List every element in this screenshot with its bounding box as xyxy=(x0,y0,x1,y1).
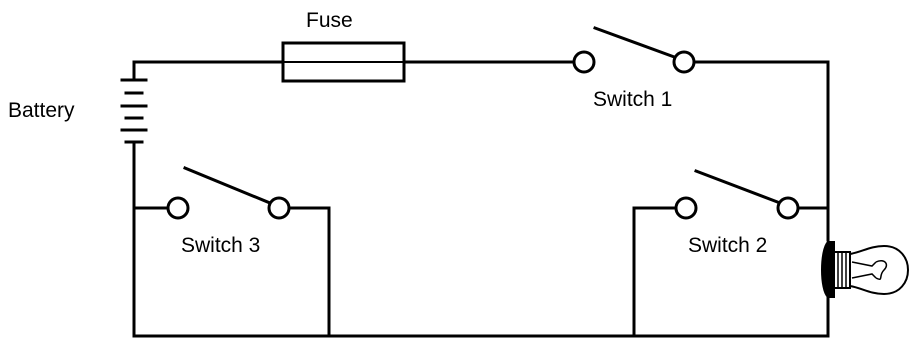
switch-1-label: Switch 1 xyxy=(593,88,672,111)
fuse-symbol xyxy=(281,41,406,83)
switch-2-label: Switch 2 xyxy=(688,234,767,257)
switch-3-label: Switch 3 xyxy=(181,234,260,257)
battery-label: Battery xyxy=(8,99,75,122)
light-bulb-icon xyxy=(821,241,910,298)
fuse-label: Fuse xyxy=(306,9,353,32)
switch-1-symbol xyxy=(572,26,696,74)
wires xyxy=(132,60,830,338)
battery-symbol xyxy=(120,78,148,144)
switch-3-symbol xyxy=(166,166,291,220)
switch-2-symbol xyxy=(674,169,800,220)
